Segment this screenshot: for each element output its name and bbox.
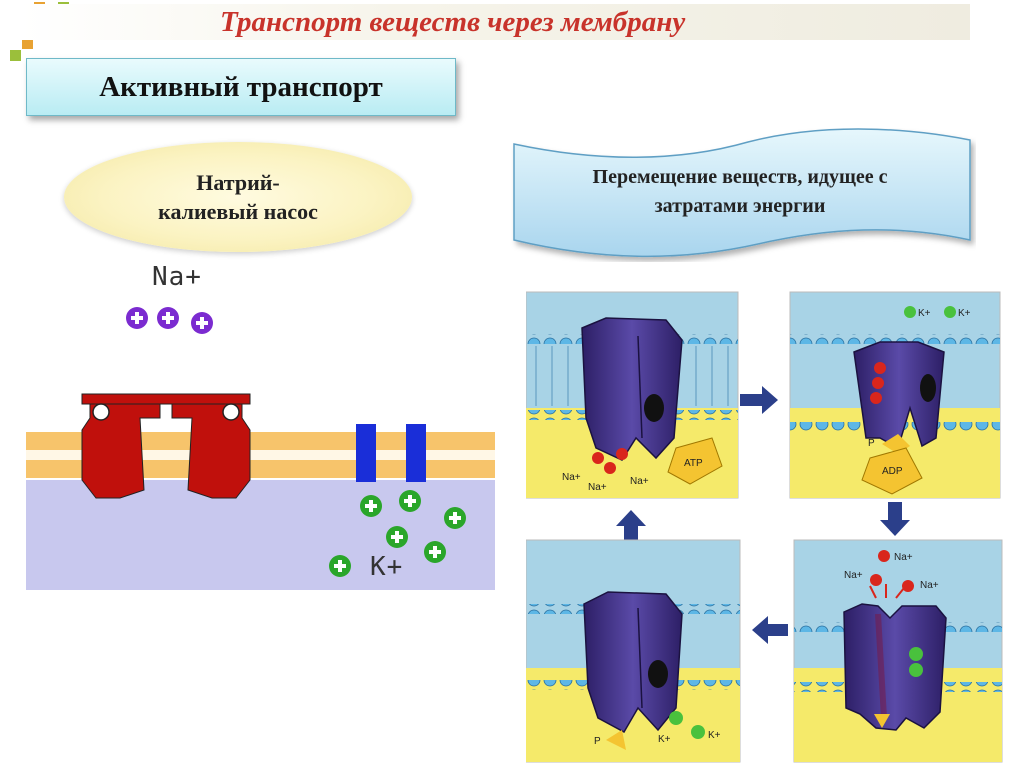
na-label: Na+ [630, 476, 649, 487]
membrane-gap [26, 450, 495, 460]
cycle-arrow-up [616, 510, 646, 544]
sodium-potassium-pump [81, 393, 251, 499]
k-label: K+ [658, 734, 671, 745]
k-ion-label: K+ [370, 552, 404, 582]
na-ion [191, 312, 213, 334]
cycle-panel-4: P K+ K+ [526, 539, 741, 763]
cycle-arrow-down [880, 502, 910, 536]
na-label: Na+ [894, 552, 913, 563]
subtitle-box: Активный транспорт [26, 58, 456, 116]
na-label: Na+ [588, 482, 607, 493]
na-ion [126, 307, 148, 329]
left-diagram [26, 307, 495, 590]
channel-wall-right [406, 424, 426, 482]
cycle-panel-1: ATP Na+ Na+ Na+ [526, 291, 739, 499]
membrane-outer-layer [26, 432, 495, 450]
pump-cycle-diagram: ATP Na+ Na+ Na+ K+ K+ P ADP [526, 291, 1003, 763]
pump-name-line2: калиевый насос [158, 199, 318, 224]
p-label: P [868, 438, 875, 449]
definition-line2: затратами энергии [654, 195, 826, 217]
title-bar [20, 4, 970, 40]
decor-square [10, 50, 21, 61]
k-ion [329, 555, 351, 577]
k-ion [386, 526, 408, 548]
k-label: K+ [958, 308, 971, 319]
na-ion [157, 307, 179, 329]
na-ion-label: Na+ [152, 262, 202, 292]
cycle-arrow-right [740, 386, 778, 414]
atp-label: ATP [684, 458, 703, 469]
p-label: P [594, 736, 601, 747]
pump-name-ellipse: Натрий- калиевый насос [64, 142, 412, 252]
pump-name-line1: Натрий- [196, 170, 280, 195]
cycle-panel-2: K+ K+ P ADP [789, 291, 1001, 499]
k-ion [399, 490, 421, 512]
channel-wall-left [356, 424, 376, 482]
definition-line1: Перемещение веществ, идущее с [592, 166, 888, 188]
decor-square [22, 38, 33, 49]
adp-label: ADP [882, 466, 903, 477]
definition-banner [513, 128, 971, 258]
k-ion [360, 495, 382, 517]
k-label: K+ [708, 730, 721, 741]
k-ion [444, 507, 466, 529]
na-label: Na+ [562, 472, 581, 483]
subtitle-text: Активный транспорт [99, 70, 383, 103]
definition-text: Перемещение веществ, идущее с затратами … [520, 163, 960, 221]
k-ion [424, 541, 446, 563]
na-label: Na+ [920, 580, 939, 591]
k-label: K+ [918, 308, 931, 319]
cycle-panel-3: Na+ Na+ Na+ [793, 539, 1003, 763]
slide-title: Транспорт веществ через мембрану [220, 6, 686, 38]
cycle-arrow-left [752, 616, 788, 644]
na-label: Na+ [844, 570, 863, 581]
